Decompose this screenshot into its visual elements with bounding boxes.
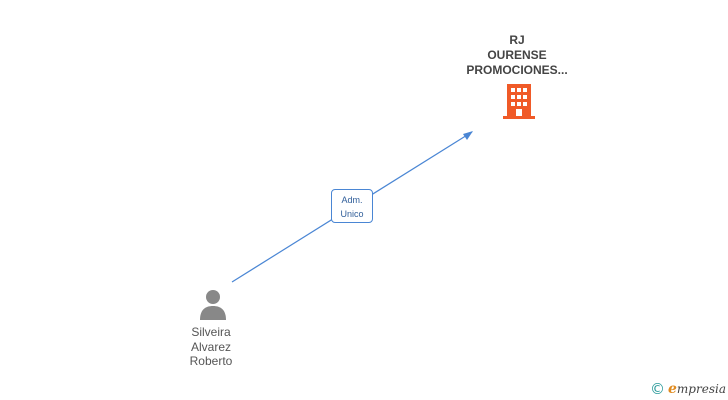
company-name-line-2: OURENSE — [487, 48, 547, 62]
person-name-line-1: Silveira — [191, 325, 231, 339]
company-name-line-1: RJ — [509, 33, 525, 47]
brand-name-rest: mpresia — [676, 382, 726, 396]
relation-role-badge[interactable]: Adm. Unico — [331, 189, 373, 223]
person-name-line-2: Alvarez — [190, 339, 231, 354]
brand-name-first-letter: e — [668, 381, 677, 397]
building-icon[interactable] — [503, 84, 535, 120]
company-name-line-3: PROMOCIONES... — [466, 63, 568, 77]
company-name[interactable]: RJ OURENSE PROMOCIONES... — [442, 33, 592, 78]
empresia-logo[interactable]: © empresia — [650, 380, 726, 398]
relation-role-line-2: Unico — [340, 209, 364, 219]
relation-arrowhead — [463, 131, 473, 140]
relation-role-line-1: Adm. — [341, 195, 363, 205]
copyright-icon: © — [650, 379, 665, 398]
person-name[interactable]: Silveira Alvarez Roberto — [161, 325, 261, 369]
person-name-line-3: Roberto — [189, 354, 233, 368]
brand-name: empresia — [668, 381, 726, 397]
person-icon[interactable] — [198, 288, 228, 320]
